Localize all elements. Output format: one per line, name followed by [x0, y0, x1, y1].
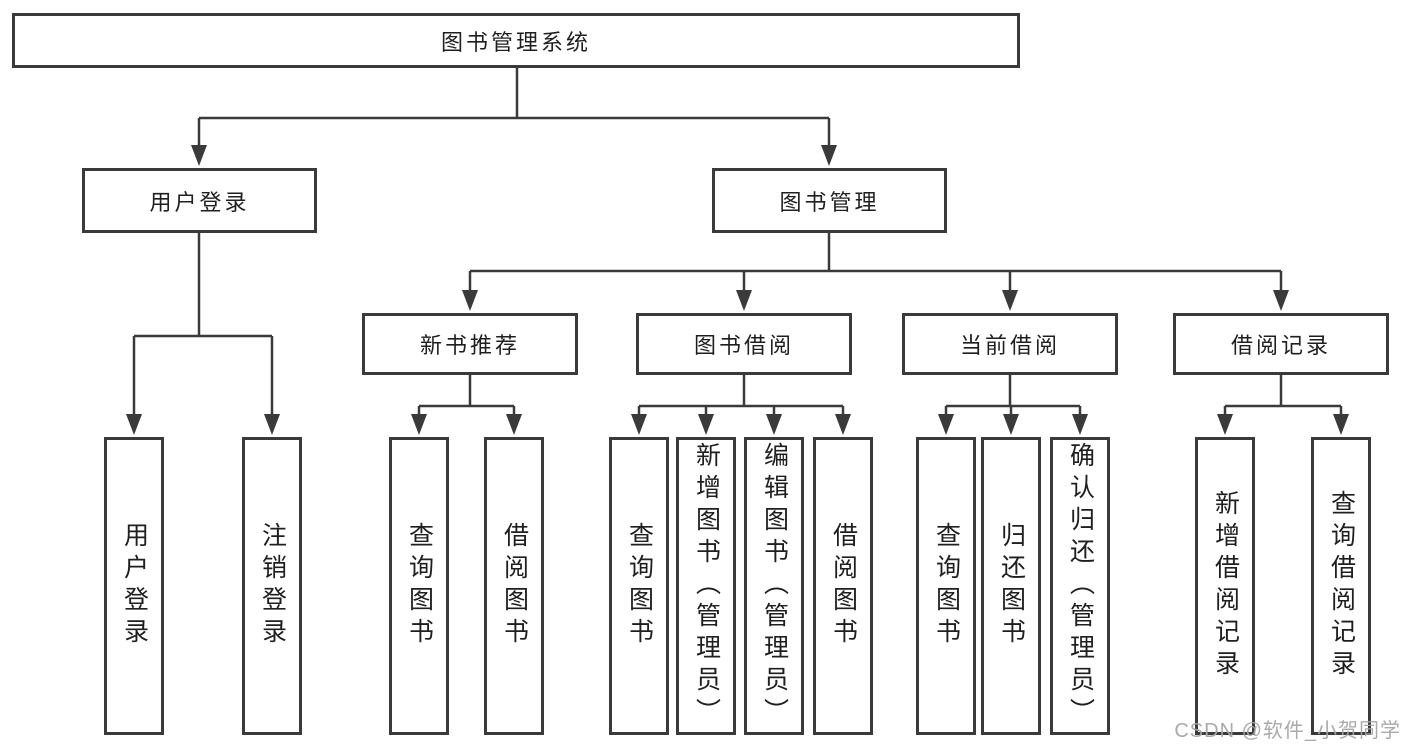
node-label: 借阅记录	[1230, 333, 1331, 358]
node-label: 用户登录	[149, 189, 250, 215]
node-return-books: 归还图书	[981, 437, 1041, 735]
node-new-book-recommend: 新书推荐	[362, 313, 578, 375]
node-library-management-system: 图书管理系统	[12, 13, 1020, 68]
node-label: 新增图书（管理员）	[692, 442, 721, 730]
arrowheads	[126, 145, 1349, 435]
node-user-login-leaf: 用户登录	[104, 437, 164, 735]
node-label: 查询借阅记录	[1327, 490, 1356, 682]
node-query-borrow-record: 查询借阅记录	[1311, 437, 1371, 735]
node-query-books-current: 查询图书	[916, 437, 976, 735]
node-current-borrow: 当前借阅	[902, 313, 1118, 375]
node-label: 用户登录	[120, 522, 149, 650]
watermark-text: CSDN @软件_小贺同学	[1174, 720, 1401, 742]
connector-paths	[132, 68, 1343, 420]
node-label: 借阅图书	[829, 522, 858, 650]
node-label: 新增借阅记录	[1211, 490, 1240, 682]
node-label: 借阅图书	[500, 522, 529, 650]
node-edit-books-admin: 编辑图书（管理员）	[744, 437, 804, 735]
node-book-management: 图书管理	[712, 168, 947, 233]
node-book-borrow: 图书借阅	[636, 313, 852, 375]
node-query-books-recommend: 查询图书	[389, 437, 449, 735]
node-label: 编辑图书（管理员）	[760, 442, 789, 730]
node-label: 注销登录	[258, 522, 287, 650]
node-borrow-records: 借阅记录	[1173, 313, 1389, 375]
node-label: 归还图书	[997, 522, 1026, 650]
node-add-borrow-record: 新增借阅记录	[1195, 437, 1255, 735]
node-borrow-books-recommend: 借阅图书	[484, 437, 544, 735]
node-user-login: 用户登录	[82, 168, 317, 233]
node-borrow-books-leaf: 借阅图书	[813, 437, 873, 735]
node-add-books-admin: 新增图书（管理员）	[676, 437, 736, 735]
node-label: 新书推荐	[419, 333, 520, 358]
node-label: 查询图书	[405, 522, 434, 650]
node-label: 当前借阅	[959, 333, 1060, 358]
node-confirm-return-admin: 确认归还（管理员）	[1050, 437, 1110, 735]
node-label: 图书管理系统	[440, 29, 591, 55]
node-label: 确认归还（管理员）	[1066, 442, 1095, 730]
node-label: 查询图书	[625, 522, 654, 650]
node-label: 图书管理	[779, 189, 880, 215]
node-logout: 注销登录	[242, 437, 302, 735]
node-query-books-borrow: 查询图书	[609, 437, 669, 735]
node-label: 查询图书	[932, 522, 961, 650]
node-label: 图书借阅	[693, 333, 794, 358]
